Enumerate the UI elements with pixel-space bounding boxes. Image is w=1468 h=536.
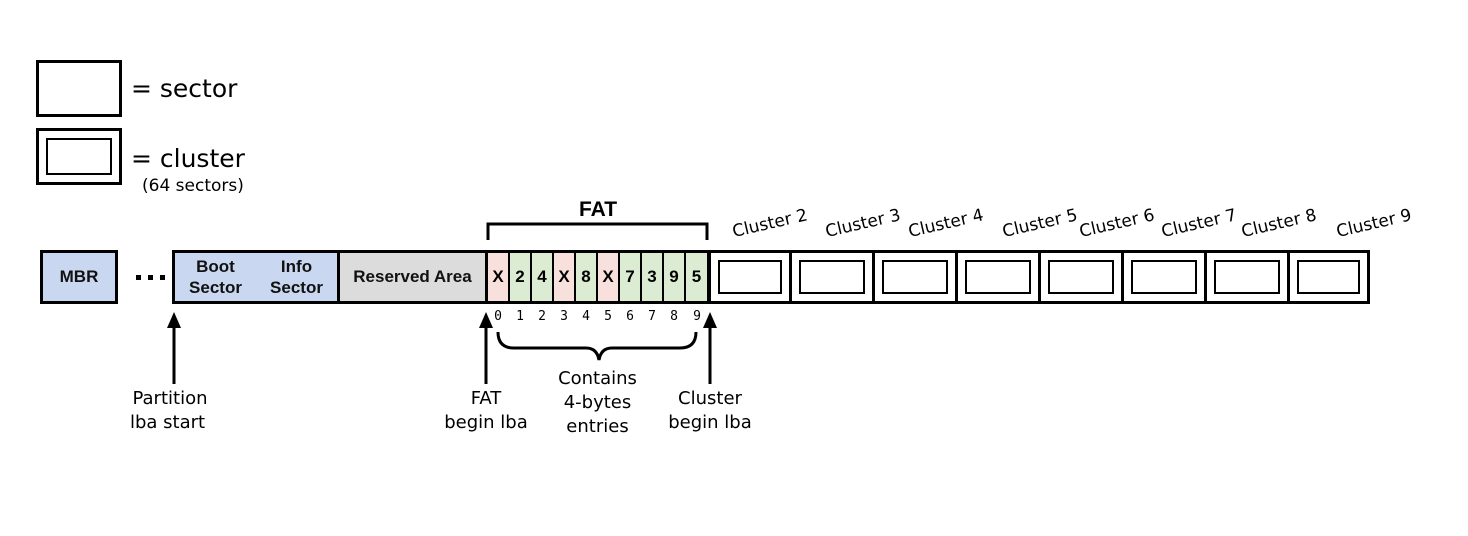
cluster-inner bbox=[882, 260, 948, 294]
partition-arrow bbox=[167, 312, 181, 384]
cluster-3 bbox=[792, 250, 875, 304]
entries-note-line3: entries bbox=[566, 416, 629, 437]
fat-index-6: 6 bbox=[626, 309, 634, 324]
cluster-inner bbox=[1131, 260, 1197, 294]
entries-brace bbox=[496, 331, 698, 361]
fat-index-3: 3 bbox=[560, 309, 568, 324]
cluster-9 bbox=[1290, 250, 1370, 304]
fat-entry-9: 5 bbox=[686, 250, 709, 304]
partition-note-line2: lba start bbox=[130, 412, 206, 433]
fat-index-2: 2 bbox=[538, 309, 546, 324]
fat-entry-1: 2 bbox=[510, 250, 532, 304]
cluster-7 bbox=[1124, 250, 1207, 304]
fat-begin-note-line1: FAT bbox=[470, 388, 502, 409]
cluster-8 bbox=[1207, 250, 1290, 304]
fat-entry-8: 9 bbox=[664, 250, 686, 304]
cluster-label-2: Cluster 2 bbox=[730, 205, 810, 242]
cluster-label-8: Cluster 8 bbox=[1239, 205, 1319, 242]
legend-cluster-label: = cluster bbox=[131, 144, 245, 173]
fat-entry-0: X bbox=[488, 250, 510, 304]
cluster-2 bbox=[708, 250, 792, 304]
cluster-4 bbox=[875, 250, 958, 304]
info-sector-label-line2: Sector bbox=[270, 278, 323, 297]
fat-index-9: 9 bbox=[693, 309, 701, 324]
fat-entry-3: X bbox=[554, 250, 576, 304]
reserved-area-block: Reserved Area bbox=[337, 250, 488, 304]
cluster-inner bbox=[718, 260, 782, 294]
cluster-label-3: Cluster 3 bbox=[823, 205, 903, 242]
cluster-begin-note-line2: begin lba bbox=[668, 412, 752, 433]
cluster-6 bbox=[1041, 250, 1124, 304]
boot-sector-block: Boot Sector bbox=[172, 250, 259, 304]
mbr-label: MBR bbox=[59, 267, 99, 286]
gap-dot-3 bbox=[160, 275, 165, 280]
fat-begin-note-line2: begin lba bbox=[444, 412, 528, 433]
legend-cluster-note: (64 sectors) bbox=[142, 176, 244, 196]
boot-sector-label-line1: Boot bbox=[196, 257, 235, 276]
info-sector-label-line1: Info bbox=[280, 257, 313, 276]
fat-entry-5: X bbox=[598, 250, 620, 304]
entries-note-line1: Contains bbox=[558, 368, 637, 389]
boot-sector-label-line2: Sector bbox=[189, 278, 242, 297]
cluster-inner bbox=[965, 260, 1031, 294]
gap-dot-1 bbox=[136, 275, 141, 280]
fat-entry-2: 4 bbox=[532, 250, 554, 304]
cluster-label-7: Cluster 7 bbox=[1159, 205, 1239, 242]
mbr-block: MBR bbox=[40, 250, 118, 304]
legend-sector-box bbox=[36, 60, 122, 117]
cluster-label-9: Cluster 9 bbox=[1334, 205, 1414, 242]
gap-dot-2 bbox=[148, 275, 153, 280]
cluster-5 bbox=[958, 250, 1041, 304]
legend-cluster-box bbox=[36, 128, 122, 185]
reserved-area-label: Reserved Area bbox=[353, 267, 472, 286]
info-sector-block: Info Sector bbox=[256, 250, 340, 304]
fat-entry-6: 7 bbox=[620, 250, 642, 304]
entries-note: Contains 4-bytes entries bbox=[540, 367, 655, 439]
cluster-begin-arrow bbox=[703, 312, 717, 384]
fat-index-8: 8 bbox=[670, 309, 678, 324]
fat-index-7: 7 bbox=[648, 309, 656, 324]
entries-note-line2: 4-bytes bbox=[563, 392, 632, 413]
cluster-inner bbox=[799, 260, 865, 294]
fat-index-5: 5 bbox=[604, 309, 612, 324]
partition-lba-note: Partition lba start bbox=[120, 387, 220, 435]
cluster-inner bbox=[1048, 260, 1114, 294]
cluster-begin-note-line1: Cluster bbox=[678, 388, 742, 409]
fat-begin-arrow bbox=[479, 312, 493, 384]
legend-sector-label: = sector bbox=[131, 74, 238, 103]
cluster-label-5: Cluster 5 bbox=[1000, 205, 1080, 242]
partition-note-line1: Partition bbox=[132, 388, 208, 409]
fat-entry-7: 3 bbox=[642, 250, 664, 304]
fat-index-0: 0 bbox=[494, 309, 502, 324]
cluster-begin-lba-note: Cluster begin lba bbox=[660, 387, 760, 435]
legend-cluster-inner bbox=[46, 138, 112, 175]
fat-title: FAT bbox=[579, 198, 618, 221]
fat-index-1: 1 bbox=[516, 309, 524, 324]
fat-index-4: 4 bbox=[582, 309, 590, 324]
cluster-label-6: Cluster 6 bbox=[1077, 205, 1157, 242]
fat-entry-4: 8 bbox=[576, 250, 598, 304]
cluster-inner bbox=[1214, 260, 1280, 294]
cluster-inner bbox=[1297, 260, 1360, 294]
cluster-label-4: Cluster 4 bbox=[906, 205, 986, 242]
fat-bracket bbox=[486, 222, 709, 240]
fat-begin-lba-note: FAT begin lba bbox=[436, 387, 536, 435]
